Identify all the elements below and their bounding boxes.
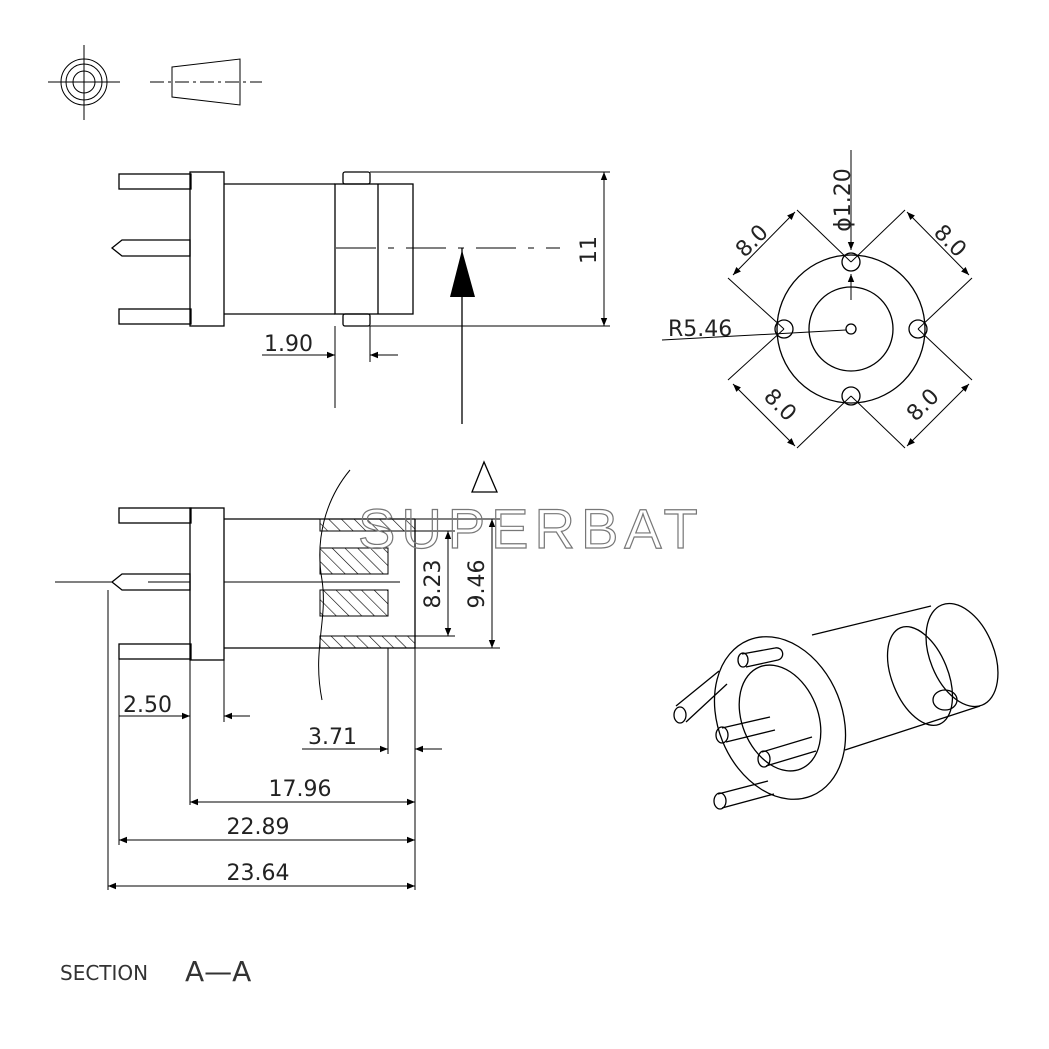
iso-pins — [673, 647, 817, 810]
radius-dim: R5.46 — [668, 317, 732, 342]
isometric-view — [673, 602, 999, 810]
section-label-prefix: SECTION — [60, 961, 148, 985]
outer-diameter-dim: 9.46 — [465, 560, 490, 609]
pitch-bottom-left-dim: 8.0 — [758, 384, 800, 426]
flange-width-dim: 1.90 — [264, 332, 313, 357]
side-view: 11 1.90 — [110, 171, 610, 424]
pin-length-dim: 2.50 — [123, 693, 172, 718]
watermark: SUPERBAT — [358, 497, 704, 560]
front-offset-dim: 3.71 — [308, 725, 357, 750]
front-height-dim: 11 — [577, 236, 602, 264]
phi-dim: ϕ1.20 — [831, 168, 856, 232]
section-view: A 8.23 9.46 — [55, 460, 500, 890]
front-view: R5.46 ϕ1.20 8.0 8.0 8.0 8.0 — [661, 150, 973, 449]
body-length-dim: 17.96 — [269, 777, 332, 802]
pitch-top-right-dim: 8.0 — [928, 220, 970, 262]
inner-diameter-dim: 8.23 — [421, 560, 446, 609]
overall-length-a-dim: 22.89 — [227, 815, 290, 840]
overall-length-b-dim: 23.64 — [227, 861, 290, 886]
pitch-bottom-right-dim: 8.0 — [902, 384, 944, 426]
pitch-top-left-dim: 8.0 — [731, 220, 773, 262]
projection-symbol-icon — [48, 45, 262, 120]
section-label-name: A—A — [185, 955, 251, 988]
